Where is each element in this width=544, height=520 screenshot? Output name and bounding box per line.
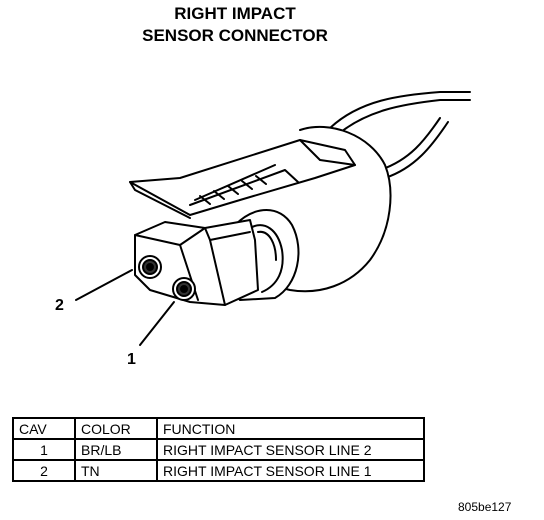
wire-upper-2 [335, 99, 471, 137]
cavity-1 [172, 277, 196, 301]
cell-function: RIGHT IMPACT SENSOR LINE 1 [156, 459, 425, 482]
header-function: FUNCTION [156, 417, 425, 440]
wire-lower-2 [384, 121, 449, 179]
wire-upper [329, 91, 471, 129]
wire-lower [379, 117, 441, 171]
diagram-title-line2: SENSOR CONNECTOR [142, 26, 328, 45]
table-row: 1 BR/LB RIGHT IMPACT SENSOR LINE 2 [12, 438, 425, 461]
pinout-table: CAV COLOR FUNCTION 1 BR/LB RIGHT IMPACT … [12, 417, 425, 482]
header-color: COLOR [74, 417, 158, 440]
cell-color: TN [74, 459, 158, 482]
cell-color: BR/LB [74, 438, 158, 461]
cell-cav: 1 [12, 438, 76, 461]
cell-cav: 2 [12, 459, 76, 482]
cavity-2 [138, 255, 162, 279]
leader-line-pin1 [139, 301, 175, 346]
leader-line-pin2 [75, 269, 133, 301]
table-header-row: CAV COLOR FUNCTION [12, 417, 425, 440]
figure-id: 805be127 [458, 500, 512, 514]
callout-pin2-label: 2 [55, 297, 64, 314]
header-cav: CAV [12, 417, 76, 440]
diagram-title-line1: RIGHT IMPACT [174, 4, 296, 23]
cell-function: RIGHT IMPACT SENSOR LINE 2 [156, 438, 425, 461]
table-row: 2 TN RIGHT IMPACT SENSOR LINE 1 [12, 459, 425, 482]
callout-pin1-label: 1 [127, 351, 136, 368]
